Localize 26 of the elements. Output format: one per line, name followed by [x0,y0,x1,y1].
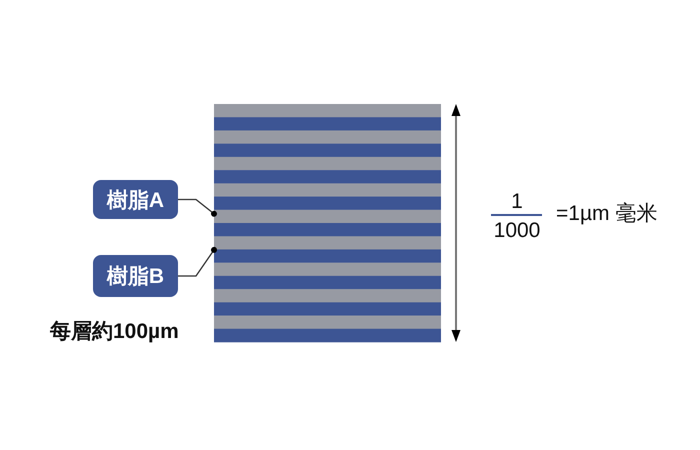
layer-stripe [214,223,441,237]
layer-thickness-note: 每層約100µm [50,321,179,342]
layer-stripe [214,130,441,144]
layer-stripe [214,196,441,210]
layer-stripe [214,144,441,158]
fraction-denominator: 1000 [492,220,542,241]
callout-label: 樹脂A [93,180,178,219]
layer-stripe [214,104,441,118]
layer-stripe [214,170,441,184]
layer-stripe [214,156,441,170]
layer-stripe [214,249,441,263]
fraction-numerator: 1 [510,191,524,212]
layer-stripe [214,117,441,131]
unit-note: =1µm 毫米 [556,203,658,224]
leader-line [178,246,217,277]
layer-stripe [214,302,441,316]
layer-stripe [214,183,441,197]
layer-stripe [214,276,441,290]
layer-stripe [214,316,441,330]
layer-stripe [214,289,441,303]
leader-line [178,198,217,217]
layer-stripe [214,262,441,276]
layer-stripe [214,328,441,342]
layer-stripe [214,210,441,224]
callout-label: 樹脂B [93,255,178,297]
layer-stripe [214,236,441,250]
